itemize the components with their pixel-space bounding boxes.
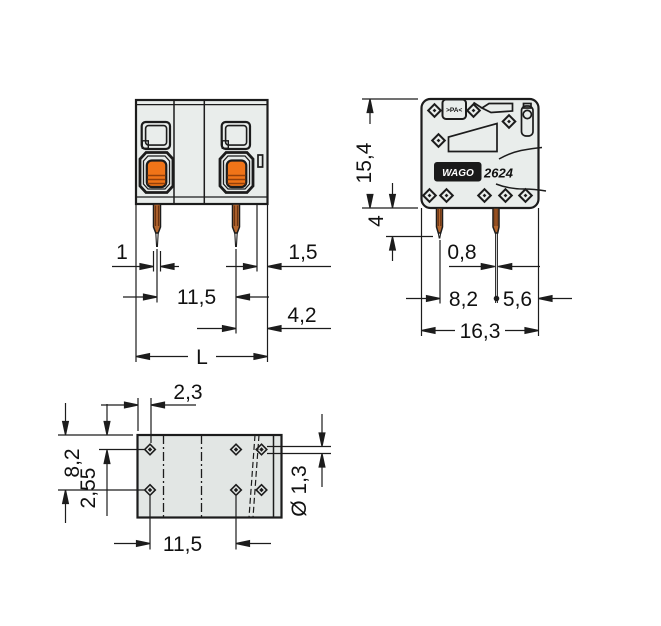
dim-label-hole-diameter: Ø 1,3 bbox=[288, 465, 311, 516]
pa-marking-label: >PA< bbox=[446, 107, 462, 114]
dim-label-height: 15,4 bbox=[353, 142, 376, 183]
side-pin-short bbox=[435, 207, 444, 239]
pole-1-solder-pin bbox=[152, 203, 162, 248]
dim-label-pin-thickness: 0,8 bbox=[447, 241, 476, 264]
bottom-dimensions bbox=[58, 398, 331, 550]
bottom-body bbox=[136, 433, 283, 519]
dim-label-latch-to-edge: 1,5 bbox=[288, 241, 317, 264]
hinge-pin-icon bbox=[522, 109, 533, 120]
dim-label-edge-to-hole: 2,3 bbox=[173, 381, 202, 404]
decorative-squiggles bbox=[495, 146, 547, 192]
bottom-centerlines bbox=[162, 434, 275, 518]
wedge-detail bbox=[447, 122, 498, 153]
dim-label-pin-spacing: 11,5 bbox=[177, 286, 216, 309]
pole-2-actuator bbox=[218, 120, 255, 194]
pole-2-solder-pin bbox=[231, 203, 241, 248]
wago-logo: WAGO 2624 bbox=[434, 162, 514, 182]
hinge-slot bbox=[520, 102, 534, 137]
dim-label-hole-spacing: 11,5 bbox=[163, 533, 202, 556]
pa-material-marking: >PA< bbox=[441, 98, 467, 120]
side-view: >PA< WAGO 2624 bbox=[353, 97, 572, 343]
dim-label-depth: 16,3 bbox=[460, 320, 501, 343]
dim-label-overall-length: L bbox=[196, 346, 208, 369]
brand-logo-label: WAGO bbox=[442, 168, 474, 179]
front-body bbox=[134, 98, 269, 248]
dim-label-edge-to-row2: 8,2 bbox=[61, 448, 84, 477]
dim-label-pin-row-spacing: 8,2 bbox=[449, 288, 478, 311]
side-latch bbox=[257, 154, 264, 168]
lever-flap bbox=[473, 101, 514, 114]
dim-label-pin-length: 4 bbox=[365, 215, 388, 227]
front-dimensions bbox=[112, 204, 331, 362]
side-pin-long bbox=[492, 207, 500, 303]
dim-label-row-to-edge: 5,6 bbox=[503, 288, 532, 311]
series-label: 2624 bbox=[483, 166, 514, 181]
dim-label-pin-width: 1 bbox=[116, 241, 128, 264]
dim-label-pin-to-edge: 4,2 bbox=[287, 304, 316, 327]
front-view: 1 1,5 11,5 4,2 L bbox=[112, 98, 331, 369]
side-dimensions bbox=[362, 98, 572, 336]
pole-1-actuator bbox=[138, 120, 175, 194]
bottom-view: 2,3 8,2 2,55 Ø 1,3 11,5 bbox=[58, 381, 331, 556]
dim-label-edge-to-row1: 2,55 bbox=[77, 468, 100, 509]
dim-reference-dot bbox=[493, 295, 500, 302]
